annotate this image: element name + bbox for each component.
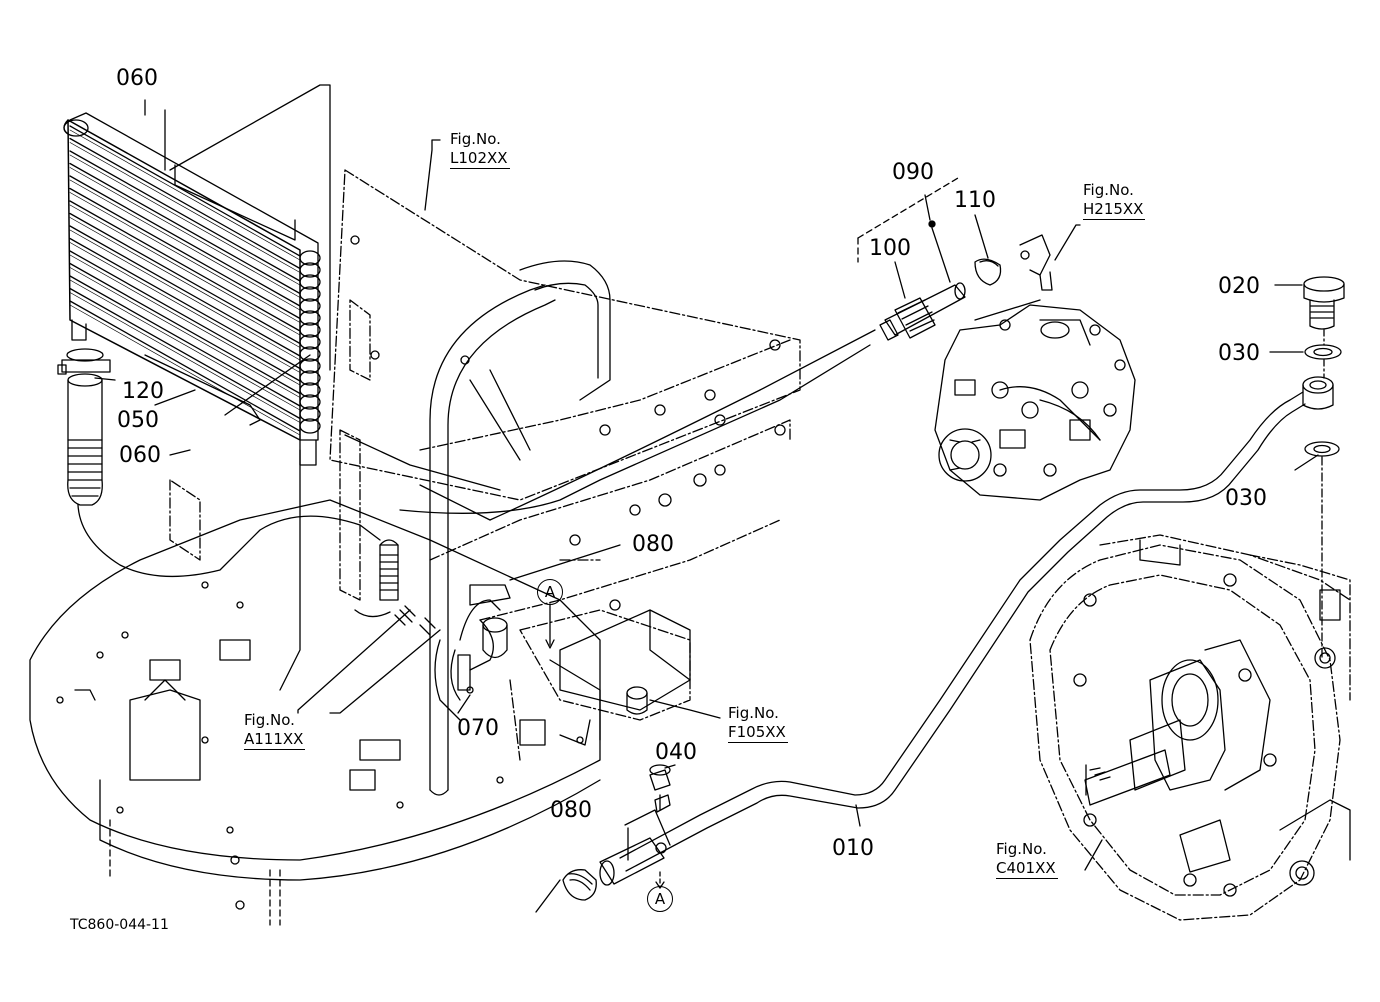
cooler-fin [69,275,301,407]
transmission-housing [1029,534,1351,921]
frame-holes [350,235,786,611]
cooler-fin [69,237,301,370]
cooler-fin [69,204,301,336]
fig-ref-H215: Fig.No. H215XX [1083,181,1146,220]
part-label-030-upper: 030 [1218,341,1260,366]
cooler-fin [69,304,301,436]
fitting-020-030 [1302,276,1345,661]
cooler-fin [69,154,301,286]
cooler-fin [69,137,301,270]
bracket-f105 [549,609,691,746]
label-leaders [94,99,1319,871]
cooler-fin [69,250,301,382]
cable-lines [419,329,876,521]
part-label-050: 050 [117,408,159,433]
drawing-code: TC860-044-11 [70,917,169,933]
fig-ref-L102: Fig.No. L102XX [450,130,510,169]
cooler-fin [69,212,301,345]
hose-120 [57,348,381,578]
cooler-fin [69,179,301,311]
fig-caption: Fig.No. [996,840,1047,858]
pipe-end-040 [535,764,671,913]
cooler-fin [69,162,301,295]
cooler-fin [69,262,301,395]
fig-number: F105XX [728,723,788,743]
leader-lines [169,84,501,691]
section-A-leaders [545,603,555,649]
fig-ref-F105: Fig.No. F105XX [728,704,788,743]
cooler-fin [69,167,301,298]
cooler-fin [69,200,301,332]
fig-caption: Fig.No. [244,711,295,729]
part-label-090: 090 [892,160,934,185]
cooler-fin [69,292,301,423]
fig-number: C401XX [996,859,1058,879]
part-label-010: 010 [832,836,874,861]
group-090 [857,177,1053,341]
part-label-040: 040 [655,740,697,765]
part-label-020: 020 [1218,274,1260,299]
hydraulic-pump [934,299,1136,501]
section-mark-A-top: A [537,579,563,605]
rops-tube [429,260,611,796]
fig-ref-C401: Fig.No. C401XX [996,840,1058,879]
fig-caption: Fig.No. [450,130,501,148]
part-label-120: 120 [122,379,164,404]
fig-caption: Fig.No. [728,704,779,722]
part-label-030-lower: 030 [1225,486,1267,511]
part-label-080-lower: 080 [550,798,592,823]
hoses-center [354,344,871,721]
cooler-fin [69,254,301,386]
pipe-010 [619,391,1306,872]
cooler-fin [69,142,301,273]
fig-caption: Fig.No. [1083,181,1134,199]
cooler-fin [69,229,301,361]
fig-ref-A111: Fig.No. A111XX [244,711,306,750]
cooler-fin [69,217,301,348]
cooler-fin [69,225,301,357]
section-mark-A-bottom: A [647,886,673,912]
part-label-070: 070 [457,716,499,741]
cooler-fin [69,129,301,261]
fig-number: A111XX [244,730,306,750]
fig-number: L102XX [450,149,510,169]
frame-dashdot [169,169,801,761]
part-label-060-bottom: 060 [119,443,161,468]
oil-cooler [63,112,321,466]
part-label-110: 110 [954,188,996,213]
part-label-060-top: 060 [116,66,158,91]
cooler-fin [69,175,301,307]
floor-plate [29,499,601,926]
cooler-fin [69,300,301,432]
cooler-fin [69,187,301,320]
cooler-fin [69,267,301,398]
cooler-fin [69,125,301,257]
cooler-fin [69,242,301,373]
part-label-080-upper: 080 [632,532,674,557]
cooler-fin [69,150,301,282]
cooler-fin [69,287,301,420]
fig-number: H215XX [1083,200,1146,220]
part-label-100: 100 [869,236,911,261]
cooler-fin [69,192,301,323]
